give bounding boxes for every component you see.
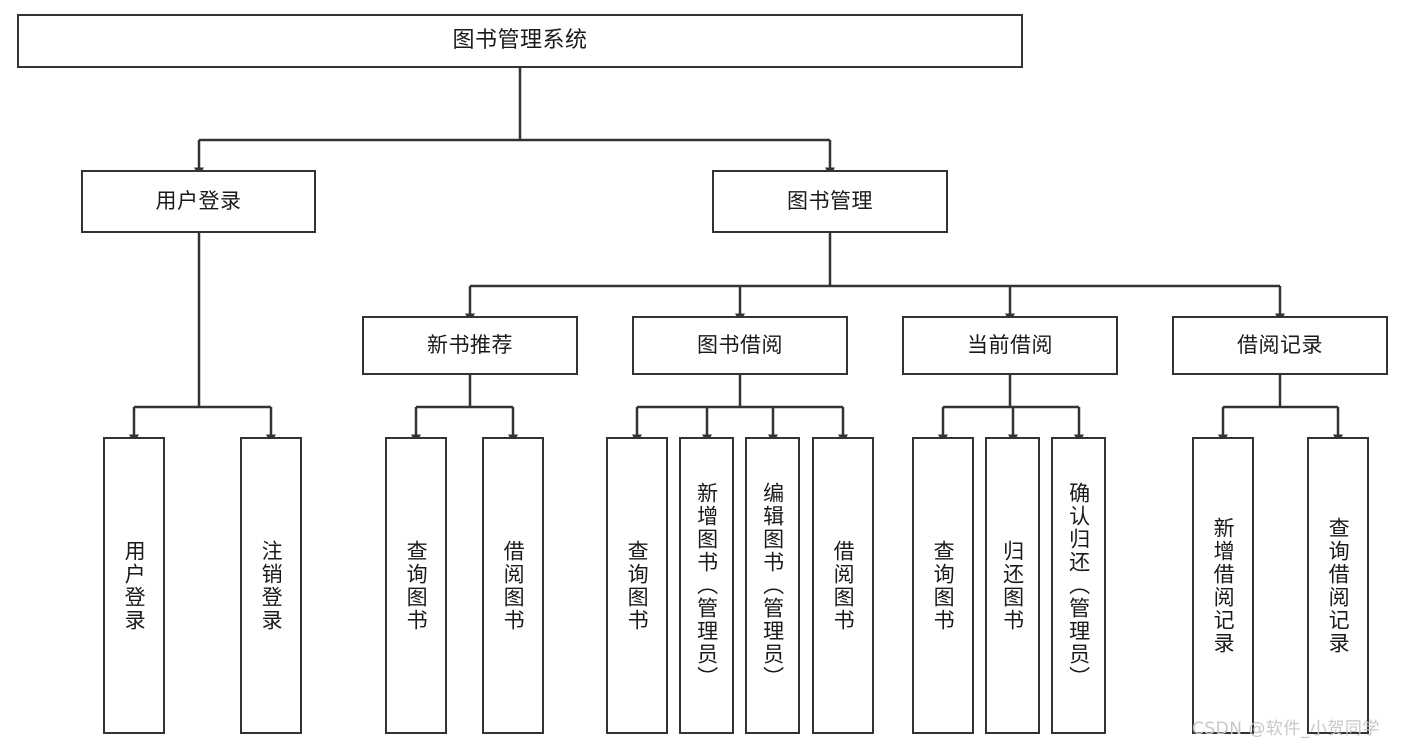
node-leaf-nb-borrow[interactable]: 借阅图书 [482,437,544,734]
node-label: 用户登录 [122,539,147,632]
node-label: 新书推荐 [427,332,513,357]
node-label: 查询图书 [931,539,956,632]
node-l1-user[interactable]: 用户登录 [81,170,316,233]
node-leaf-cb-confirm[interactable]: 确认归还（管理员） [1051,437,1106,734]
node-label: 确认归还（管理员） [1066,482,1091,689]
node-leaf-bb-query[interactable]: 查询图书 [606,437,668,734]
node-label: 借阅记录 [1237,332,1323,357]
edge-layer [129,68,1343,444]
node-leaf-cb-return[interactable]: 归还图书 [985,437,1040,734]
node-leaf-user-logout[interactable]: 注销登录 [240,437,302,734]
node-label: 归还图书 [1000,539,1025,632]
node-label: 用户登录 [155,188,242,213]
node-leaf-br-add[interactable]: 新增借阅记录 [1192,437,1254,734]
node-label: 借阅图书 [831,539,856,632]
node-leaf-br-query[interactable]: 查询借阅记录 [1307,437,1369,734]
node-label: 编辑图书（管理员） [760,482,785,689]
node-root[interactable]: 图书管理系统 [17,14,1023,68]
node-l2-record[interactable]: 借阅记录 [1172,316,1388,375]
node-label: 新增借阅记录 [1211,516,1236,655]
node-label: 新增图书（管理员） [694,482,719,689]
node-leaf-cb-query[interactable]: 查询图书 [912,437,974,734]
node-label: 查询借阅记录 [1326,516,1351,655]
node-l1-book[interactable]: 图书管理 [712,170,948,233]
node-l2-borrow[interactable]: 图书借阅 [632,316,848,375]
node-l2-current[interactable]: 当前借阅 [902,316,1118,375]
node-label: 查询图书 [625,539,650,632]
node-label: 图书借阅 [697,332,783,357]
node-leaf-nb-query[interactable]: 查询图书 [385,437,447,734]
node-label: 注销登录 [259,539,284,632]
node-leaf-bb-add[interactable]: 新增图书（管理员） [679,437,734,734]
node-leaf-user-login[interactable]: 用户登录 [103,437,165,734]
node-l2-newbook[interactable]: 新书推荐 [362,316,578,375]
csdn-watermark: CSDN @软件_小贺同学 [1192,719,1380,739]
node-label: 图书管理系统 [452,27,588,53]
node-leaf-bb-edit[interactable]: 编辑图书（管理员） [745,437,800,734]
node-label: 图书管理 [787,188,873,213]
node-label: 查询图书 [404,539,429,632]
node-label: 借阅图书 [501,539,526,632]
node-leaf-bb-borrow[interactable]: 借阅图书 [812,437,874,734]
node-label: 当前借阅 [967,332,1053,357]
